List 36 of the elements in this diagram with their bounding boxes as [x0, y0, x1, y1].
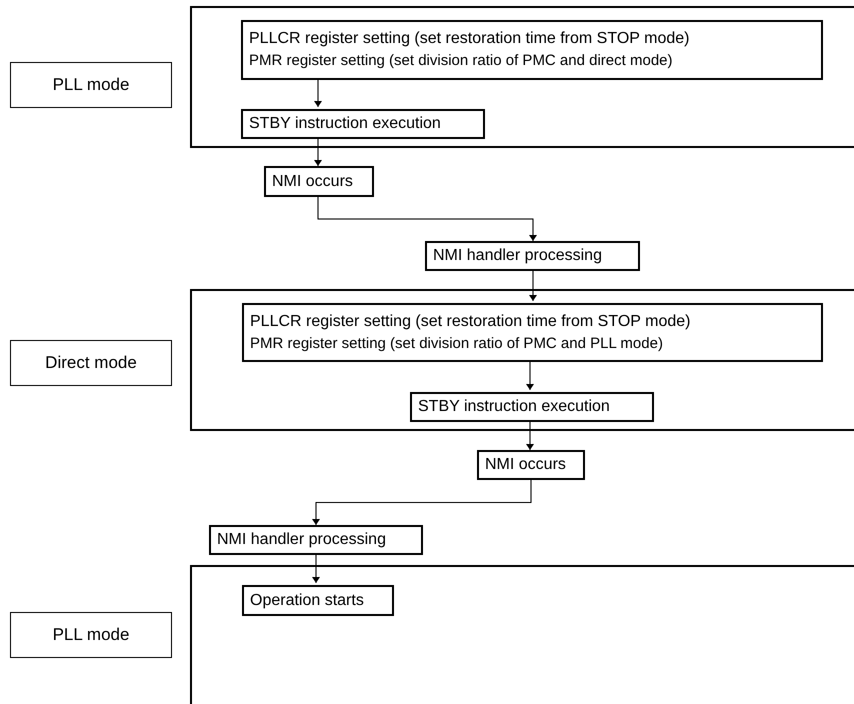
- step-text: NMI handler processing: [217, 530, 387, 550]
- mode-label-box: [10, 340, 172, 386]
- step-text: STBY instruction execution: [418, 397, 611, 417]
- arrow: [314, 78, 322, 108]
- step-text: NMI occurs: [272, 172, 354, 192]
- process-box: [410, 392, 654, 422]
- mode-label: PLL mode: [52, 624, 130, 646]
- arrow: [529, 270, 537, 302]
- process-box: [242, 303, 823, 362]
- process-box: [477, 450, 585, 480]
- step-text: NMI handler processing: [433, 246, 603, 266]
- frame-box: [190, 6, 854, 148]
- mode-label: Direct mode: [45, 352, 137, 374]
- process-box: [264, 166, 374, 197]
- frame-box: [190, 289, 854, 431]
- step-text: NMI occurs: [485, 455, 567, 475]
- step-text: PLLCR register setting (set restoration time from STOP mode): [249, 29, 690, 49]
- process-box: [241, 20, 823, 80]
- arrow: [312, 480, 532, 526]
- arrow: [312, 554, 320, 584]
- arrow: [526, 360, 534, 390]
- step-text: Operation starts: [250, 590, 365, 610]
- mode-label: PLL mode: [52, 74, 130, 96]
- arrow: [526, 420, 534, 450]
- process-box: [425, 241, 640, 271]
- mode-label-box: [10, 62, 172, 108]
- mode-label-box: [10, 612, 172, 658]
- step-text: PLLCR register setting (set restoration time from STOP mode): [250, 312, 692, 332]
- arrow: [318, 196, 537, 242]
- process-box: [242, 585, 394, 616]
- arrow: [314, 136, 322, 166]
- step-text: PMR register setting (set division ratio of PMC and direct mode): [249, 51, 674, 71]
- step-text: STBY instruction execution: [249, 114, 442, 134]
- step-text: PMR register setting (set division ratio of PMC and PLL mode): [250, 334, 664, 354]
- process-box: [209, 525, 423, 555]
- process-box: [241, 109, 485, 139]
